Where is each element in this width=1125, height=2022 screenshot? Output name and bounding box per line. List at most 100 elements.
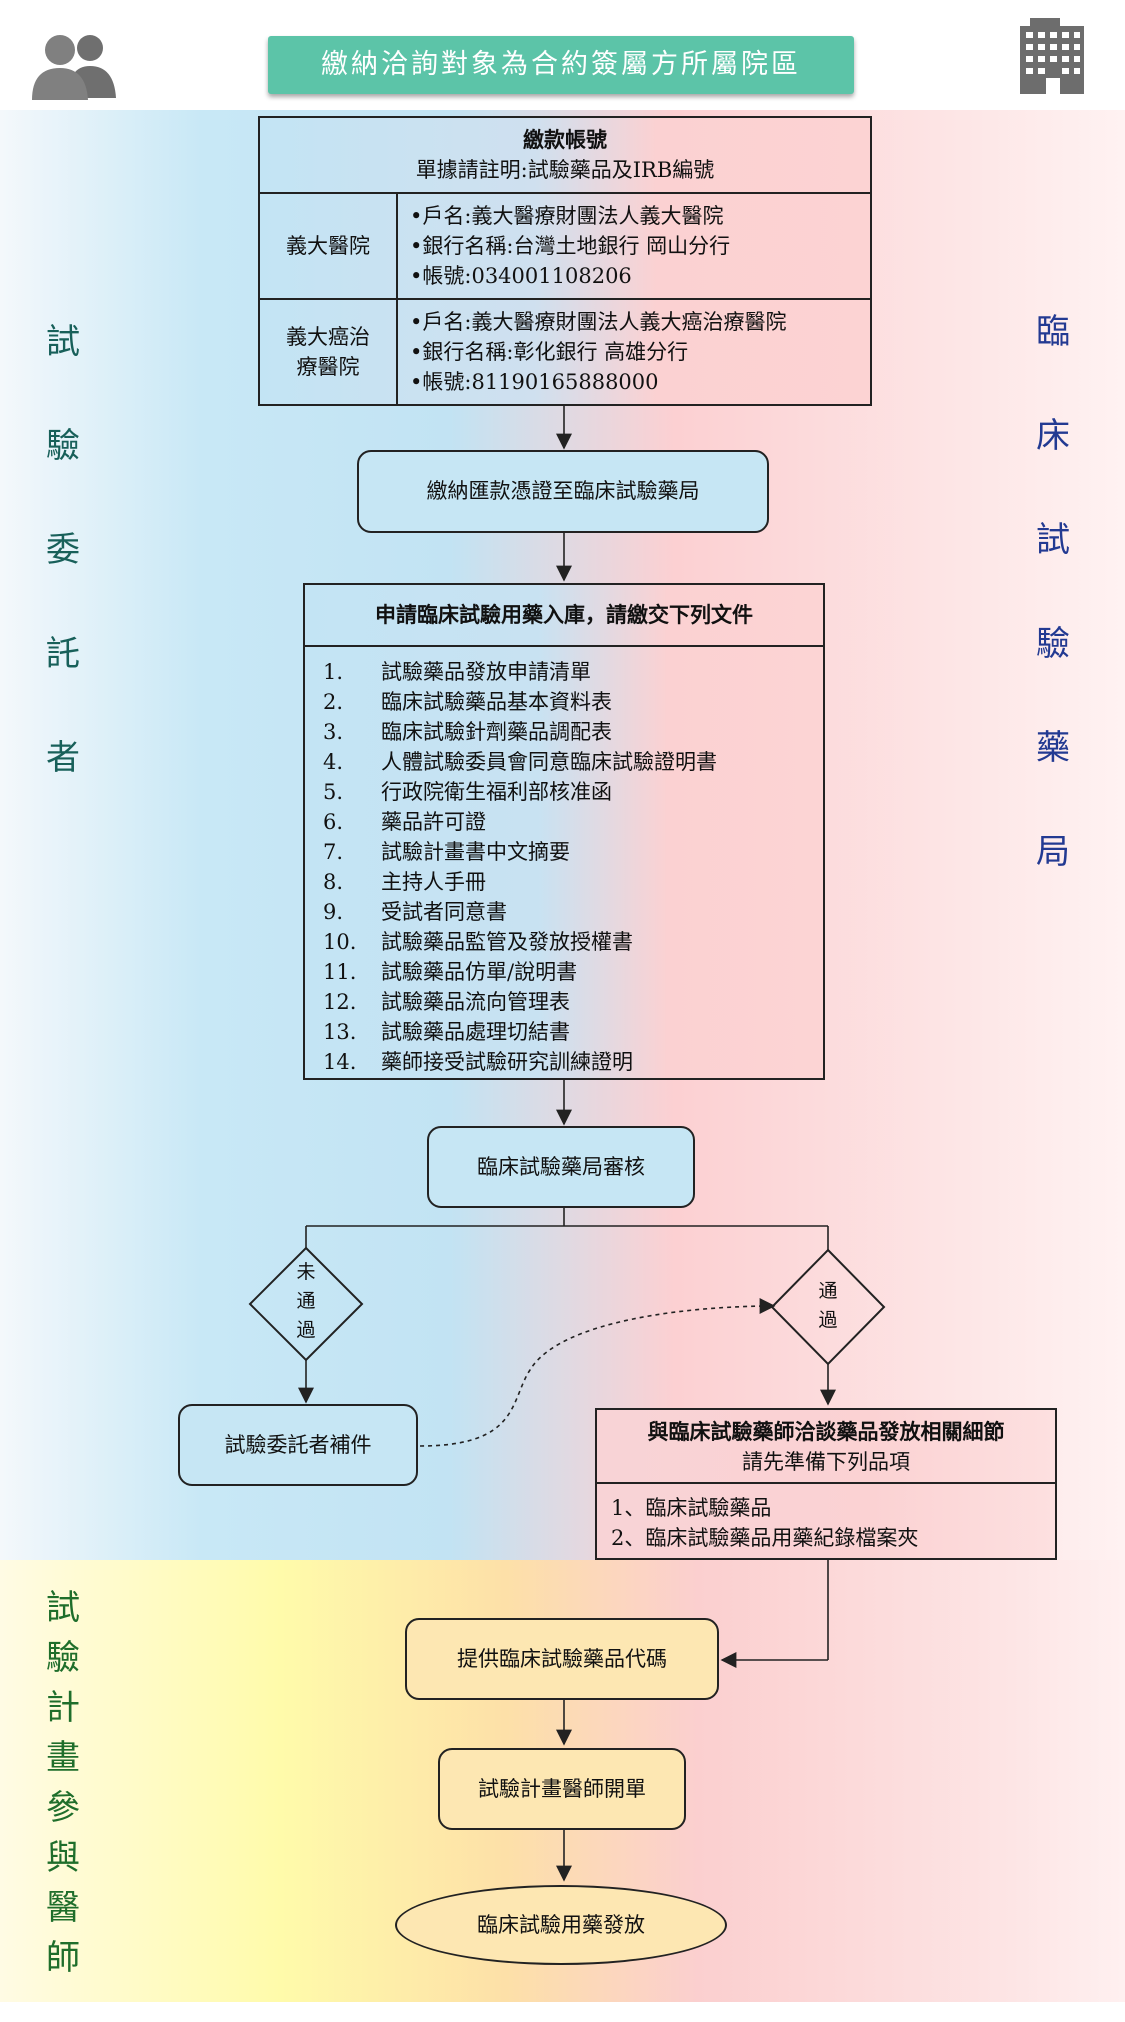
hospital-name: 義大癌治療醫院 <box>258 298 398 406</box>
decision-char: 過 <box>296 1319 316 1341</box>
item-text: 藥師接受試驗研究訓練證明 <box>381 1050 633 1074</box>
item-number: 9. <box>323 900 344 924</box>
lane-label-pharmacy: 臨 床 試 驗 藥 局 <box>1023 310 1083 934</box>
decision-char: 過 <box>818 1309 838 1331</box>
list-item: 2、臨床試驗藥品用藥紀錄檔案夾 <box>611 1526 919 1550</box>
step-code-box: 提供臨床試驗藥品代碼 <box>405 1618 719 1700</box>
list-item: 10.試驗藥品監管及發放授權書 <box>323 927 823 957</box>
account-number: •帳號:034001108206 <box>410 264 632 288</box>
item-number: 11. <box>323 960 357 984</box>
lane-char: 託 <box>46 634 80 674</box>
account-table-header: 繳款帳號 單據請註明:試驗藥品及IRB編號 <box>258 116 872 194</box>
page-title: 繳納洽詢對象為合約簽屬方所屬院區 <box>268 36 854 94</box>
list-item: 1、臨床試驗藥品 <box>611 1496 772 1520</box>
lane-char: 醫 <box>46 1888 80 1928</box>
lane-char: 局 <box>1036 832 1070 872</box>
item-number: 13. <box>323 1020 357 1044</box>
item-number: 12. <box>323 990 357 1014</box>
step-review-box: 臨床試驗藥局審核 <box>427 1126 695 1208</box>
people-icon <box>28 28 124 102</box>
list-item: 6. 藥品許可證 <box>323 807 823 837</box>
decision-char: 通 <box>818 1280 838 1302</box>
item-number: 3. <box>323 720 344 744</box>
item-text: 主持人手冊 <box>381 870 486 894</box>
document-list: 1. 試驗藥品發放申請清單 2. 臨床試驗藥品基本資料表 3. 臨床試驗針劑藥品調配表… <box>305 647 823 1077</box>
lane-char: 藥 <box>1036 728 1070 768</box>
lane-char: 驗 <box>46 1638 80 1678</box>
account-holder: •戶名:義大醫療財團法人義大醫院 <box>410 204 724 228</box>
lane-char: 床 <box>1036 416 1070 456</box>
lane-char: 試 <box>46 1588 80 1628</box>
building-icon <box>1016 18 1088 94</box>
hospital-name: 義大醫院 <box>258 192 398 300</box>
lane-label-sponsor: 試 驗 委 託 者 <box>33 320 93 840</box>
lane-char: 計 <box>46 1688 80 1728</box>
decision-char: 通 <box>296 1290 316 1312</box>
step-order-box: 試驗計畫醫師開單 <box>438 1748 686 1830</box>
item-number: 4. <box>323 750 344 774</box>
lane-label-physician: 試 驗 計 畫 參 與 醫 師 <box>33 1583 93 1983</box>
item-number: 10. <box>323 930 357 954</box>
prep-details-box: 與臨床試驗藥師洽談藥品發放相關細節 請先準備下列品項 1、臨床試驗藥品 2、臨床… <box>595 1408 1057 1560</box>
item-number: 1. <box>323 660 344 684</box>
item-text: 臨床試驗針劑藥品調配表 <box>381 720 612 744</box>
bank-name: •銀行名稱:彰化銀行 高雄分行 <box>410 340 689 364</box>
list-item: 8. 主持人手冊 <box>323 867 823 897</box>
item-number: 6. <box>323 810 344 834</box>
item-text: 試驗藥品處理切結書 <box>381 1020 570 1044</box>
account-row: 義大癌治療醫院 •戶名:義大醫療財團法人義大癌治療醫院 •銀行名稱:彰化銀行 高… <box>258 298 872 406</box>
item-number: 5. <box>323 780 344 804</box>
decision-fail-label: 未 通 過 <box>266 1258 346 1345</box>
item-text: 試驗藥品流向管理表 <box>381 990 570 1014</box>
prep-list: 1、臨床試驗藥品 2、臨床試驗藥品用藥紀錄檔案夾 <box>597 1484 1055 1553</box>
lane-char: 試 <box>46 322 80 362</box>
prep-header: 與臨床試驗藥師洽談藥品發放相關細節 請先準備下列品項 <box>597 1410 1055 1484</box>
item-number: 8. <box>323 870 344 894</box>
item-number: 2. <box>323 690 344 714</box>
step-supplement-box: 試驗委託者補件 <box>178 1404 418 1486</box>
list-item: 13. 試驗藥品處理切結書 <box>323 1017 823 1047</box>
item-text: 臨床試驗藥品基本資料表 <box>381 690 612 714</box>
item-text: 試驗藥品發放申請清單 <box>381 660 591 684</box>
list-item: 9. 受試者同意書 <box>323 897 823 927</box>
account-subtitle: 單據請註明:試驗藥品及IRB編號 <box>415 158 715 182</box>
item-text: 行政院衛生福利部核准函 <box>381 780 612 804</box>
item-text: 人體試驗委員會同意臨床試驗證明書 <box>381 750 717 774</box>
item-text: 受試者同意書 <box>381 900 507 924</box>
account-row: 義大醫院 •戶名:義大醫療財團法人義大醫院 •銀行名稱:台灣土地銀行 岡山分行 … <box>258 192 872 300</box>
decision-pass-diamond <box>770 1248 886 1366</box>
lane-char: 委 <box>46 530 80 570</box>
account-holder: •戶名:義大醫療財團法人義大癌治療醫院 <box>410 310 787 334</box>
lane-char: 臨 <box>1036 312 1070 352</box>
footer-strip <box>0 2002 1125 2022</box>
list-item: 12. 試驗藥品流向管理表 <box>323 987 823 1017</box>
hospital-name-text: 義大癌治療醫院 <box>286 325 370 379</box>
step-voucher-box: 繳納匯款憑證至臨床試驗藥局 <box>357 450 769 533</box>
list-item: 3. 臨床試驗針劑藥品調配表 <box>323 717 823 747</box>
list-item: 1. 試驗藥品發放申請清單 <box>323 657 823 687</box>
list-item: 5. 行政院衛生福利部核准函 <box>323 777 823 807</box>
prep-title: 與臨床試驗藥師洽談藥品發放相關細節 <box>647 1419 1005 1444</box>
decision-fail-diamond <box>248 1246 364 1362</box>
list-item: 4. 人體試驗委員會同意臨床試驗證明書 <box>323 747 823 777</box>
lane-char: 畫 <box>46 1738 80 1778</box>
lane-char: 驗 <box>46 426 80 466</box>
lane-char: 參 <box>46 1788 80 1828</box>
item-text: 試驗藥品仿單/說明書 <box>381 960 578 984</box>
item-text: 試驗計畫書中文摘要 <box>381 840 570 864</box>
document-list-box: 申請臨床試驗用藥入庫，請繳交下列文件 1. 試驗藥品發放申請清單 2. 臨床試驗藥品… <box>303 583 825 1080</box>
bank-name: •銀行名稱:台灣土地銀行 岡山分行 <box>410 234 731 258</box>
item-text: 藥品許可證 <box>381 810 486 834</box>
item-number: 7. <box>323 840 344 864</box>
lane-char: 試 <box>1036 520 1070 560</box>
lane-char: 師 <box>46 1938 80 1978</box>
list-item: 14.藥師接受試驗研究訓練證明 <box>323 1047 823 1077</box>
account-number: •帳號:81190165888000 <box>410 370 659 394</box>
document-list-title: 申請臨床試驗用藥入庫，請繳交下列文件 <box>305 585 823 647</box>
lane-char: 者 <box>46 738 80 778</box>
end-dispense-ellipse: 臨床試驗用藥發放 <box>395 1885 727 1965</box>
lane-char: 驗 <box>1036 624 1070 664</box>
account-table: 繳款帳號 單據請註明:試驗藥品及IRB編號 義大醫院 •戶名:義大醫療財團法人義… <box>258 116 872 406</box>
lane-char: 與 <box>46 1838 80 1878</box>
